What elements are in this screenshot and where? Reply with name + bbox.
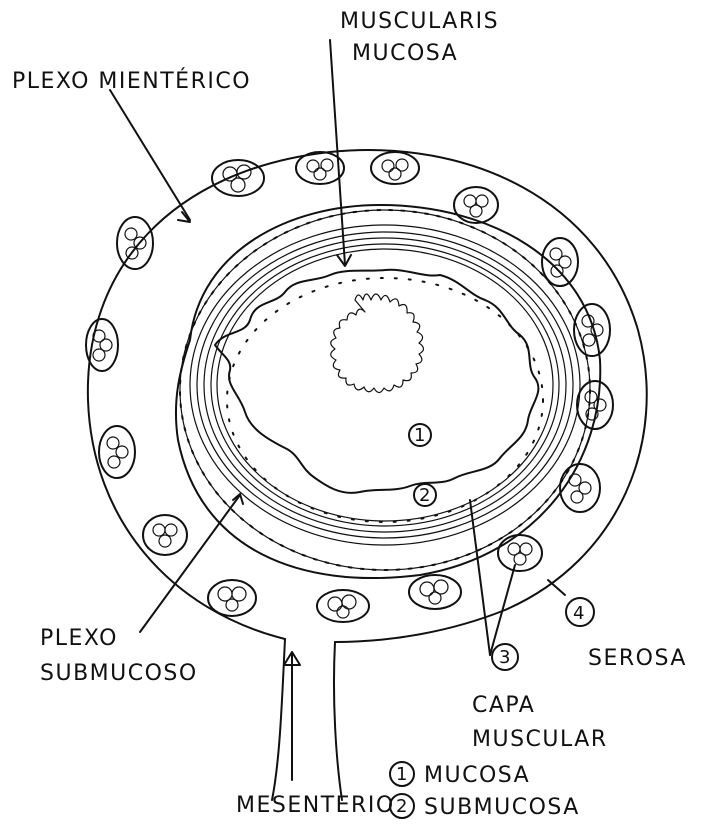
label-plexo-submucoso-line1: PLEXO <box>40 626 118 651</box>
svg-text:3: 3 <box>499 647 510 668</box>
muscular-layer-rings <box>190 225 580 545</box>
marker-2: 2 <box>414 484 436 506</box>
mesentery-right-edge <box>334 642 342 800</box>
leader-capa-muscular-b <box>490 565 515 655</box>
number-markers: 1 2 3 4 <box>409 424 594 670</box>
label-mesenterio: MESENTERIO <box>236 793 395 818</box>
legend-mucosa-text: MUCOSA <box>424 763 530 788</box>
label-plexo-submucoso-line2: SUBMUCOSO <box>40 661 198 686</box>
legend-submucosa-text: SUBMUCOSA <box>424 795 580 820</box>
serosa-outline <box>88 150 647 642</box>
label-capa-line1: CAPA <box>472 693 535 718</box>
outer-muscle-boundary <box>176 205 600 578</box>
submucosa-outline <box>215 270 538 493</box>
leader-serosa <box>548 580 565 595</box>
leader-plexo-mienterico <box>110 90 190 220</box>
submucosal-plexus <box>227 278 543 522</box>
marker-4: 4 <box>566 598 594 626</box>
mucosa-villi <box>331 294 424 393</box>
leader-plexo-submucoso <box>140 495 240 632</box>
svg-text:1: 1 <box>396 764 407 785</box>
svg-text:4: 4 <box>573 603 584 624</box>
svg-text:2: 2 <box>419 485 430 506</box>
label-muscularis-line1: MUSCULARIS <box>340 9 499 34</box>
leader-capa-muscular-a <box>470 500 490 655</box>
legend-item-1: 1 <box>390 762 414 786</box>
marker-1: 1 <box>409 424 431 446</box>
serosa-clusters <box>86 152 613 622</box>
marker-3: 3 <box>492 644 518 670</box>
svg-text:1: 1 <box>414 425 425 446</box>
label-muscularis-line2: MUCOSA <box>352 41 458 66</box>
mesentery-left-edge <box>272 639 285 800</box>
label-capa-line2: MUSCULAR <box>472 727 608 752</box>
label-serosa: SEROSA <box>588 646 687 671</box>
svg-text:2: 2 <box>396 796 407 817</box>
label-plexo-mienterico: PLEXO MIENTÉRICO <box>12 68 251 94</box>
myenteric-plexus <box>180 210 590 570</box>
